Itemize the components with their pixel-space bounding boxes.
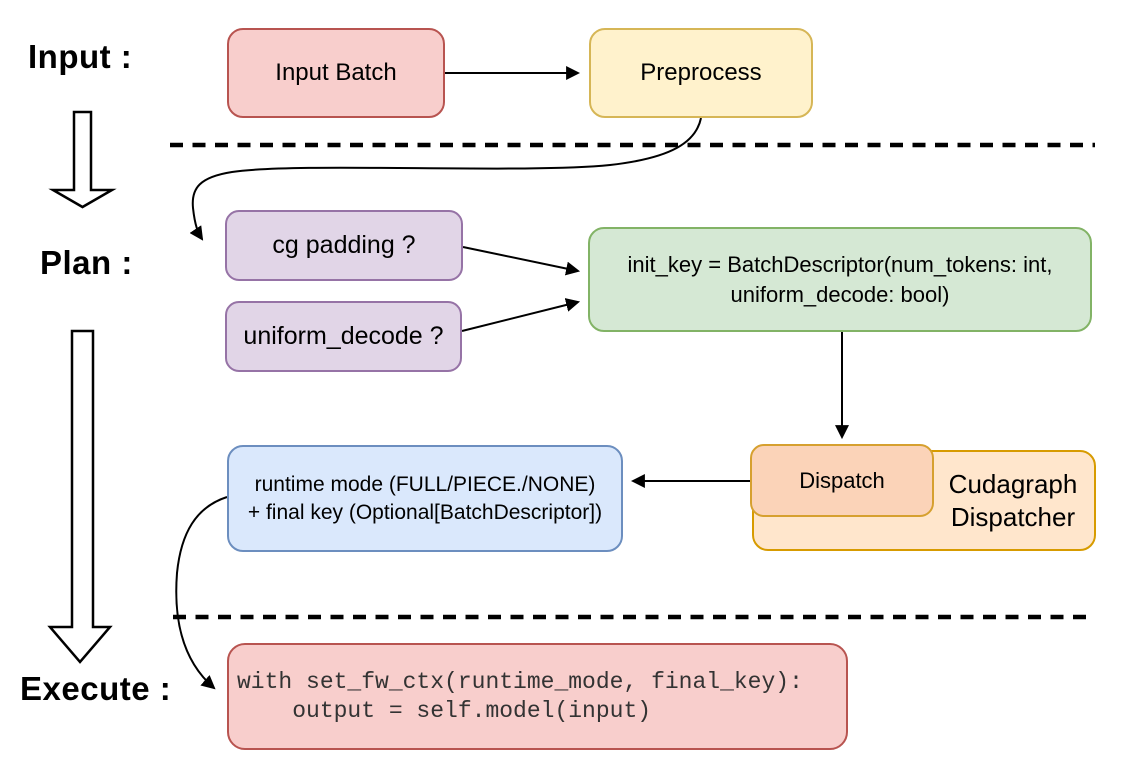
node-cudagraph-dispatcher-line2: Dispatcher <box>950 501 1076 532</box>
node-init-key-line2: uniform_decode: bool) <box>730 281 950 307</box>
node-init-key: init_key = BatchDescriptor(num_tokens: i… <box>588 227 1092 332</box>
node-runtime-mode-line1: runtime mode (FULL/PIECE./NONE) <box>254 472 596 496</box>
node-cudagraph-dispatcher-line1: Cudagraph <box>948 469 1078 499</box>
connector-runtimemode-to-execute <box>175 496 228 690</box>
node-preprocess: Preprocess <box>589 28 813 118</box>
node-input-batch-label: Input Batch <box>275 59 397 87</box>
node-input-batch: Input Batch <box>227 28 445 118</box>
node-uniform-decode: uniform_decode ? <box>225 301 462 372</box>
stage-label-plan: Plan : <box>40 244 133 281</box>
node-runtime-mode: runtime mode (FULL/PIECE./NONE) + final … <box>227 445 623 552</box>
node-preprocess-label: Preprocess <box>640 59 762 87</box>
node-execute-code: with set_fw_ctx(runtime_mode, final_key)… <box>227 643 848 750</box>
connector-uniformdecode-to-initkey <box>461 298 581 332</box>
connector-cgpadding-to-initkey <box>462 246 581 276</box>
node-dispatch-label: Dispatch <box>799 467 885 493</box>
connector-preprocess-to-cgpadding <box>189 117 702 241</box>
node-uniform-decode-label: uniform_decode ? <box>243 322 444 350</box>
node-runtime-mode-line2: + final key (Optional[BatchDescriptor]) <box>247 500 603 524</box>
node-cudagraph-dispatcher-label: Cudagraph Dispatcher <box>932 452 1094 549</box>
node-dispatch: Dispatch <box>750 444 934 517</box>
node-cg-padding: cg padding ? <box>225 210 463 281</box>
node-execute-code-line1: with set_fw_ctx(runtime_mode, final_key)… <box>237 668 803 695</box>
plan-flow-arrow-icon <box>47 329 113 664</box>
stage-label-execute: Execute : <box>20 670 172 707</box>
node-init-key-line1: init_key = BatchDescriptor(num_tokens: i… <box>627 252 1053 278</box>
stage-label-input: Input : <box>28 38 133 75</box>
node-cg-padding-label: cg padding ? <box>272 231 416 259</box>
node-execute-code-line2: output = self.model(input) <box>237 697 652 724</box>
input-flow-arrow-icon <box>48 110 117 209</box>
